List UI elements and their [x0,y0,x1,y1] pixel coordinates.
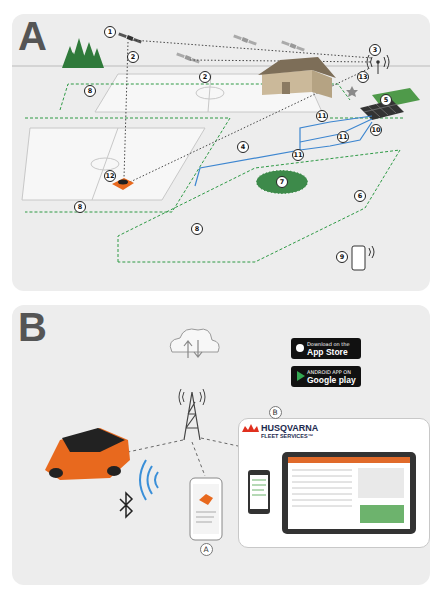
callout-number: 4 [237,141,249,153]
callout-number: 13 [357,71,369,83]
panel-letter: B [18,305,47,349]
node-text: App Store [307,347,361,357]
callout-number: 7 [276,176,288,188]
callout-number: 1 [104,26,116,38]
callout-number: 8 [191,223,203,235]
node-text: ANDROID APP ON [307,369,361,375]
panel: A [12,14,430,291]
callout-number: 3 [369,44,381,56]
callout-number: 9 [336,251,348,263]
callout-number: 6 [354,190,366,202]
callout-number: 2 [199,71,211,83]
callout-number: A [200,543,213,556]
store-badge: ANDROID APP ONGoogle play [291,366,361,387]
callout-number: 12 [104,170,116,182]
callout-number: 10 [370,124,382,136]
node-text: Google play [307,375,361,385]
node-text: Download on the [307,341,361,347]
panel: B Download on theApp StoreANDROID APP ONG… [12,305,430,585]
callout-number: 11 [292,149,304,161]
site-illustration [12,32,430,270]
callout-number: 8 [84,85,96,97]
store-badge: Download on theApp Store [291,338,361,359]
fleet-services-box: HUSQVARNA FLEET SERVICES™ [238,418,430,548]
callout-number: 11 [316,110,328,122]
callout-number: 11 [337,131,349,143]
callout-number: B [269,406,282,419]
callout-number: 8 [74,201,86,213]
node-text: HUSQVARNA FLEET SERVICES™ [261,424,323,440]
connectivity-illustration [45,329,416,540]
callout-number: 5 [380,94,392,106]
panel-letter: A [18,14,47,58]
callout-number: 2 [127,51,139,63]
